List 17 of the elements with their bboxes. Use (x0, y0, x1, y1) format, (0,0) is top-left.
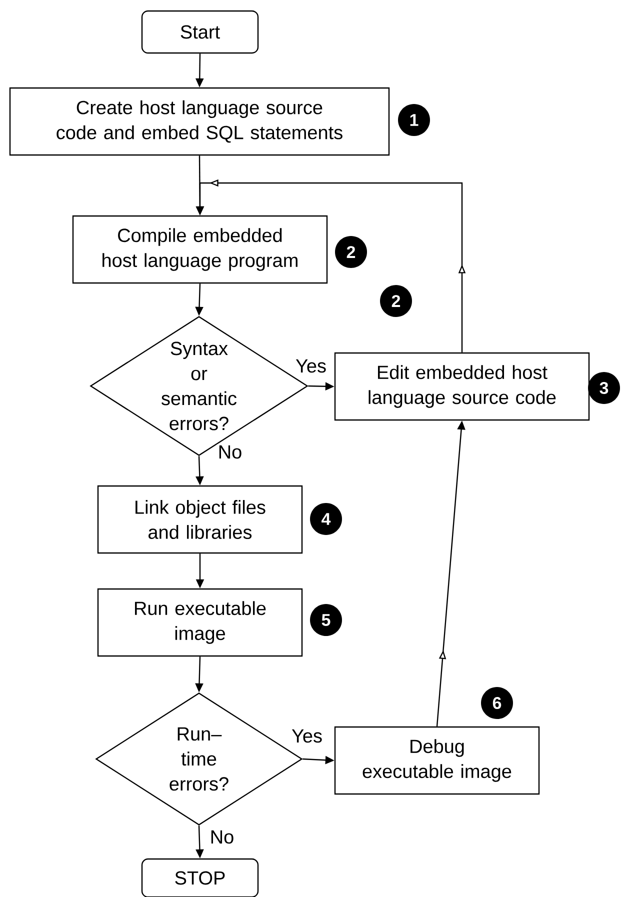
callout-number: 6 (481, 687, 513, 719)
callout-number: 2 (380, 285, 412, 317)
callout-number: 4 (310, 503, 342, 535)
edge-label: No (216, 444, 244, 460)
callout-number: 5 (310, 604, 342, 636)
callout-number: 3 (588, 372, 620, 404)
process-box: Link object files and libraries (97, 485, 303, 554)
callout-number: 1 (398, 104, 430, 136)
process-box: Run executable image (97, 588, 303, 657)
callout-number: 2 (335, 236, 367, 268)
process-box: Edit embedded host language source code (334, 352, 590, 421)
process-box: Debug executable image (334, 726, 540, 795)
terminal-box: Start (141, 10, 259, 54)
terminal-box: STOP (141, 858, 259, 897)
process-box: Compile embedded host language program (72, 215, 328, 284)
process-box: Create host language source code and embed SQL statements (9, 87, 390, 156)
edge-label: No (208, 829, 236, 845)
